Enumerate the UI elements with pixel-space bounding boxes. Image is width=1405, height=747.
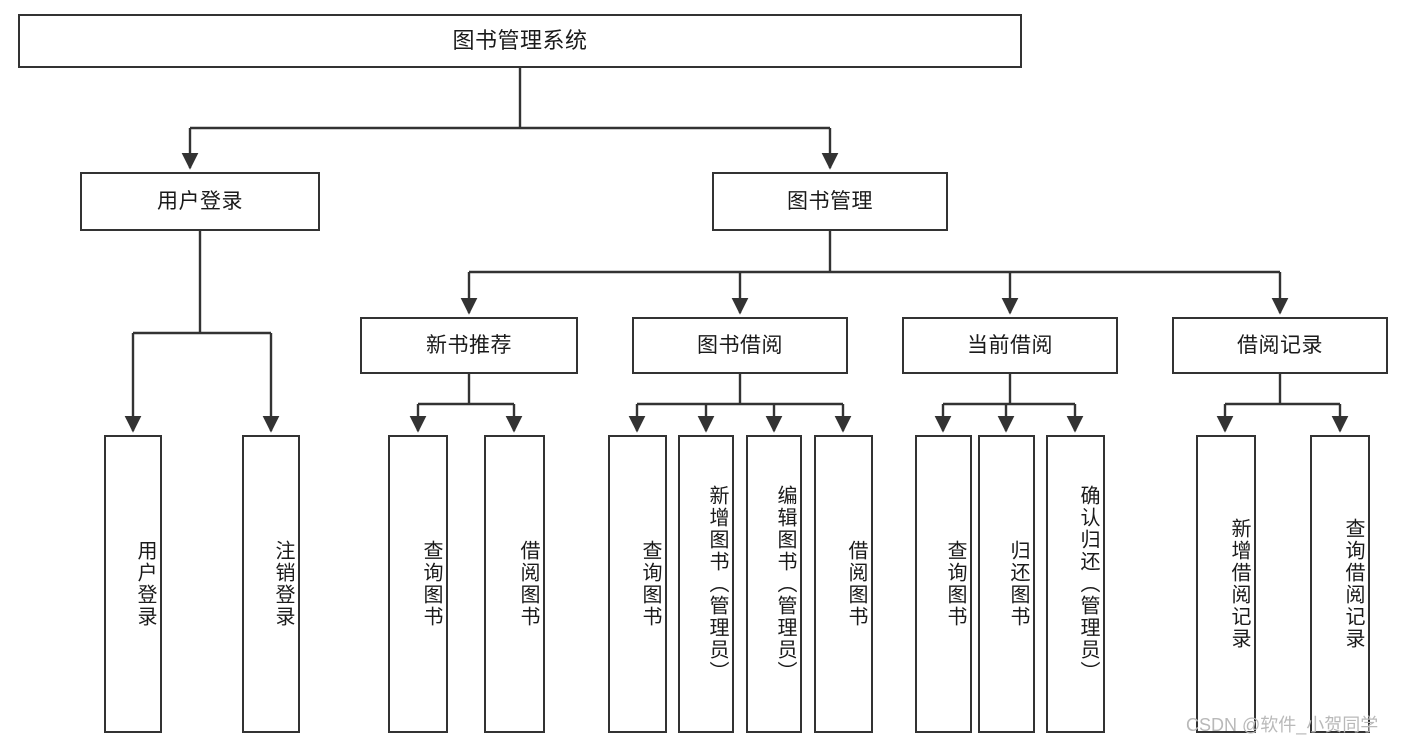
leaf-new-book-2[interactable]: 借阅图书 — [484, 435, 545, 733]
node-borrow-record[interactable]: 借阅记录 — [1172, 317, 1388, 374]
leaf-book-borrow-4[interactable]: 借阅图书 — [814, 435, 873, 733]
leaf-book-borrow-3[interactable]: 编辑图书（管理员） — [746, 435, 802, 733]
leaf-label: 借阅图书 — [517, 540, 539, 628]
leaf-label: 用户登录 — [134, 540, 156, 628]
leaf-label: 编辑图书（管理员） — [774, 485, 796, 683]
node-new-book-recommend[interactable]: 新书推荐 — [360, 317, 578, 374]
leaf-current-borrow-3[interactable]: 确认归还（管理员） — [1046, 435, 1105, 733]
leaf-label: 查询图书 — [639, 540, 661, 628]
leaf-label: 确认归还（管理员） — [1077, 485, 1099, 683]
leaf-user-login-1[interactable]: 用户登录 — [104, 435, 162, 733]
leaf-label: 查询借阅记录 — [1342, 518, 1364, 650]
leaf-user-login-2[interactable]: 注销登录 — [242, 435, 300, 733]
leaf-current-borrow-1[interactable]: 查询图书 — [915, 435, 972, 733]
node-user-login[interactable]: 用户登录 — [80, 172, 320, 231]
leaf-book-borrow-2[interactable]: 新增图书（管理员） — [678, 435, 734, 733]
leaf-label: 查询图书 — [944, 540, 966, 628]
leaf-label: 查询图书 — [420, 540, 442, 628]
leaf-label: 新增图书（管理员） — [706, 485, 728, 683]
leaf-borrow-record-1[interactable]: 新增借阅记录 — [1196, 435, 1256, 733]
leaf-label: 新增借阅记录 — [1228, 518, 1250, 650]
node-root[interactable]: 图书管理系统 — [18, 14, 1022, 68]
watermark: CSDN @软件_小贺同学 — [1186, 715, 1379, 735]
leaf-book-borrow-1[interactable]: 查询图书 — [608, 435, 667, 733]
leaf-borrow-record-2[interactable]: 查询借阅记录 — [1310, 435, 1370, 733]
node-current-borrow[interactable]: 当前借阅 — [902, 317, 1118, 374]
leaf-current-borrow-2[interactable]: 归还图书 — [978, 435, 1035, 733]
leaf-label: 注销登录 — [272, 540, 294, 628]
leaf-label: 借阅图书 — [845, 540, 867, 628]
leaf-label: 归还图书 — [1007, 540, 1029, 628]
leaf-new-book-1[interactable]: 查询图书 — [388, 435, 448, 733]
node-book-manage[interactable]: 图书管理 — [712, 172, 948, 231]
node-book-borrow[interactable]: 图书借阅 — [632, 317, 848, 374]
